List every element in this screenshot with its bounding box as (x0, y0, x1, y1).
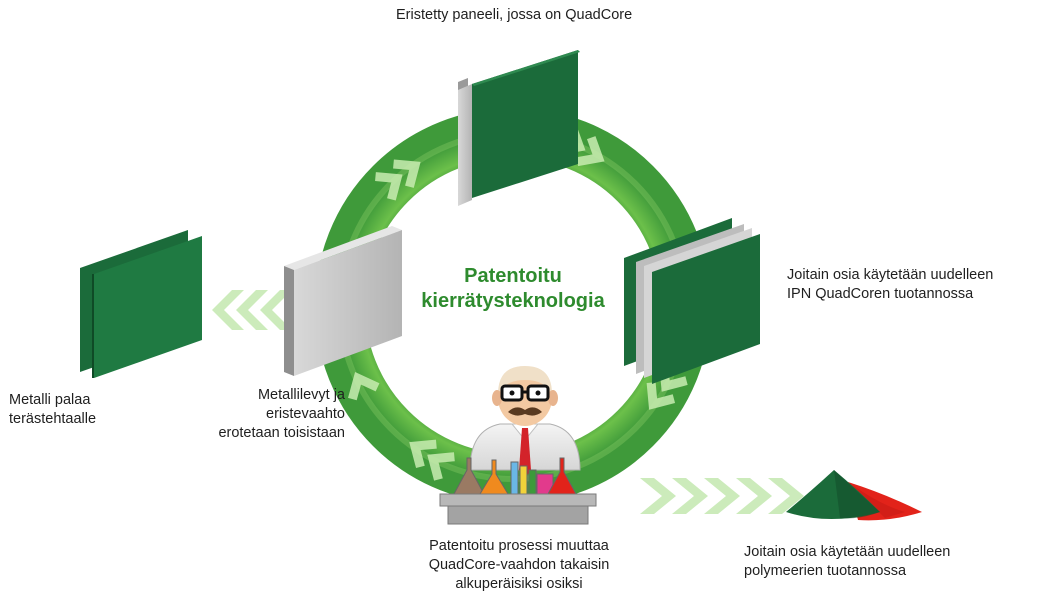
label-process: Patentoitu prosessi muuttaa QuadCore-vaa… (428, 538, 610, 592)
center-title: Patentoitu kierrätysteknologia (398, 264, 628, 314)
polymer-powder-piles-icon (786, 470, 922, 521)
left-chevron-arrows-icon (212, 290, 292, 330)
label-reuse-polymer: Joitain osia käytetään uudelleen polymee… (744, 544, 951, 579)
label-top-panel: Eristetty paneeli, jossa on QuadCore (396, 7, 633, 23)
green-metal-sheets-icon (80, 230, 202, 378)
top-insulated-panel-icon (458, 50, 580, 206)
center-title-line-2: kierrätysteknologia (421, 290, 605, 312)
scientist-icon (469, 366, 581, 478)
right-chevron-arrows-icon (640, 478, 804, 514)
right-panel-stack-icon (624, 218, 760, 384)
label-metal-steel: Metalli palaa terästehtaalle (9, 392, 97, 427)
gray-metal-sheet-icon (284, 226, 402, 376)
center-title-line-1: Patentoitu (464, 265, 562, 287)
label-separation: Metallilevyt ja eristevaahto erotetaan t… (218, 387, 345, 441)
lab-flasks-icon (453, 457, 577, 495)
lab-bench-icon (439, 493, 597, 525)
label-reuse-ipn: Joitain osia käytetään uudelleen IPN Qua… (787, 267, 994, 302)
